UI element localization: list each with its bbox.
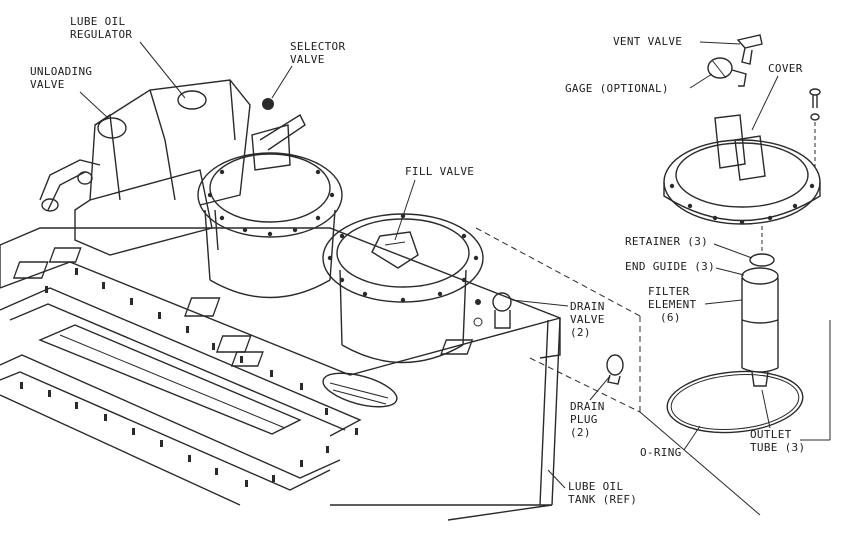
label-filter-element-1: FILTER [648, 285, 690, 298]
filter-element [741, 226, 779, 387]
label-cover: COVER [768, 62, 803, 75]
label-selector-valve-2: VALVE [290, 53, 325, 66]
label-unloading-valve-1: UNLOADING [30, 65, 92, 78]
label-drain-plug-2: PLUG [570, 413, 598, 426]
screw-and-washer [809, 88, 821, 168]
lube-oil-regulator-assembly [39, 79, 274, 256]
assembly-dash-lines [475, 227, 831, 516]
o-ring [666, 370, 804, 434]
label-outlet-tube-2: TUBE (3) [750, 441, 805, 454]
gage [707, 57, 747, 87]
label-unloading-valve-2: VALVE [30, 78, 65, 91]
label-o-ring: O-RING [640, 446, 682, 459]
label-filter-element-2: ELEMENT [648, 298, 697, 311]
label-end-guide: END GUIDE (3) [625, 260, 715, 273]
label-gage: GAGE (OPTIONAL) [565, 82, 669, 95]
label-drain-valve-3: (2) [570, 326, 591, 339]
label-drain-valve-1: DRAIN [570, 300, 605, 313]
label-drain-plug-1: DRAIN [570, 400, 605, 413]
filter-housing-left [197, 113, 343, 299]
label-filter-element-3: (6) [660, 311, 681, 324]
drain-plug [606, 354, 624, 385]
label-drain-valve-2: VALVE [570, 313, 605, 326]
label-selector-valve-1: SELECTOR [290, 40, 345, 53]
label-lube-oil-tank-1: LUBE OIL [568, 480, 623, 493]
label-vent-valve: VENT VALVE [613, 35, 682, 48]
lube-oil-tank [0, 227, 561, 521]
vent-valve [736, 34, 763, 65]
label-lube-oil-regulator-2: REGULATOR [70, 28, 132, 41]
cover-assembly [663, 114, 821, 225]
label-outlet-tube-1: OUTLET [750, 428, 792, 441]
drain-valve [473, 292, 512, 329]
label-lube-oil-tank-2: TANK (REF) [568, 493, 637, 506]
label-drain-plug-3: (2) [570, 426, 591, 439]
label-fill-valve: FILL VALVE [405, 165, 474, 178]
labels: LUBE OIL REGULATOR UNLOADING VALVE SELEC… [30, 15, 805, 506]
filter-housing-right [322, 213, 484, 364]
label-lube-oil-regulator-1: LUBE OIL [70, 15, 125, 28]
label-retainer: RETAINER (3) [625, 235, 708, 248]
